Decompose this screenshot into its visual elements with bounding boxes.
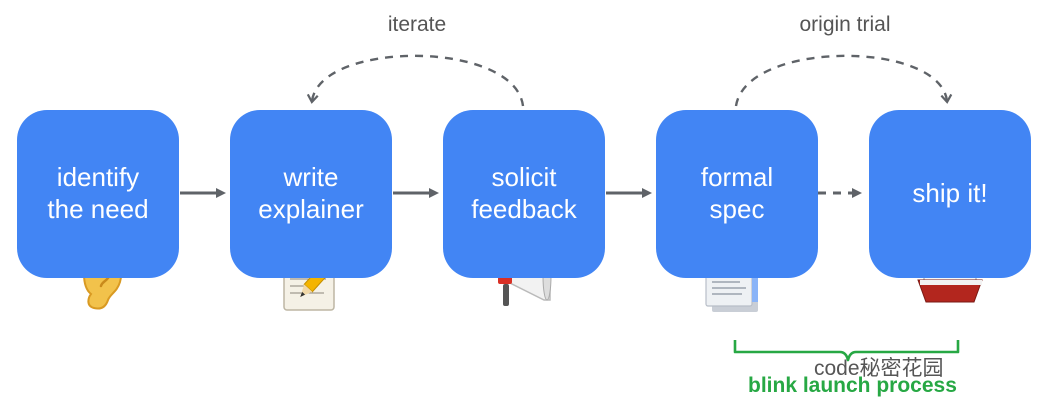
iterate-label: iterate — [387, 13, 447, 36]
step-identify-the-need: identify the need — [17, 110, 179, 278]
iterate-loop-arrow — [306, 54, 525, 107]
watermark: code秘密花园 — [814, 357, 944, 380]
step-formal-spec: formal spec — [656, 110, 818, 278]
step-label: solicit feedback — [471, 162, 577, 224]
step-label: identify the need — [47, 162, 149, 224]
launch-process-bracket — [733, 340, 960, 362]
step-label: write explainer — [258, 162, 364, 224]
step-ship-it: ship it! — [869, 110, 1031, 278]
step-label: formal spec — [700, 162, 774, 224]
step-write-explainer: write explainer — [230, 110, 392, 278]
origin-trial-loop-arrow — [734, 54, 953, 107]
origin-trial-label: origin trial — [799, 13, 891, 36]
blink-launch-process-label: blink launch process — [748, 374, 957, 397]
step-solicit-feedback: solicit feedback — [443, 110, 605, 278]
step-label: ship it! — [912, 178, 988, 208]
